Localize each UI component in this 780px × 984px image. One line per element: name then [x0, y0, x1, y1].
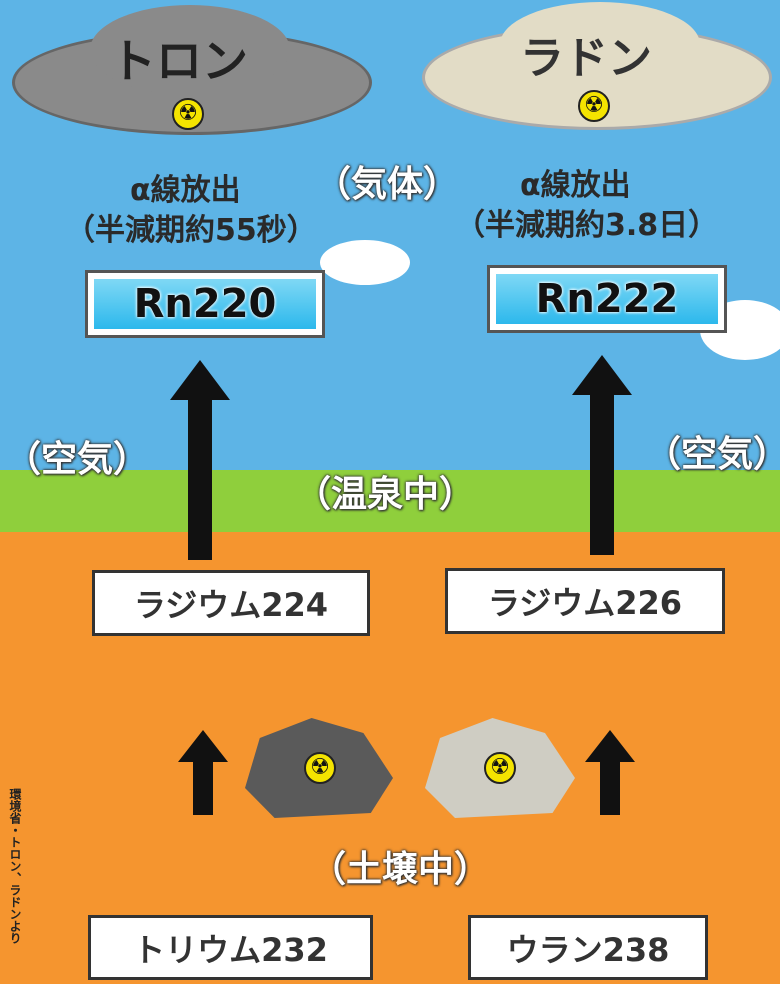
- rn220-box: Rn220: [85, 270, 325, 338]
- small-cloud: [320, 240, 410, 285]
- thoron-title: トロン: [110, 34, 248, 88]
- rn220-label: Rn220: [94, 279, 316, 329]
- soil-label: （土壌中）: [310, 849, 491, 890]
- thorium-box: トリウム232: [88, 915, 373, 980]
- arrow-up-icon: [585, 730, 635, 815]
- radon-emission: α線放出: [520, 168, 631, 203]
- thoron-emission: α線放出: [130, 173, 241, 208]
- radiation-icon: ☢: [172, 98, 204, 130]
- arrow-up-icon: [572, 355, 632, 555]
- uranium-box: ウラン238: [468, 915, 708, 980]
- radium226-box: ラジウム226: [445, 568, 725, 634]
- hot-spring-label: （温泉中）: [295, 474, 476, 515]
- radiation-icon: ☢: [304, 752, 336, 784]
- radiation-icon: ☢: [578, 90, 610, 122]
- thoron-half-life: （半減期約55秒）: [65, 213, 317, 248]
- radon-title: ラドン: [520, 33, 652, 84]
- radium224-box: ラジウム224: [92, 570, 370, 636]
- air-label-right: （空気）: [645, 434, 780, 475]
- radon-half-life: （半減期約3.8日）: [455, 208, 719, 243]
- rn222-box: Rn222: [487, 265, 727, 333]
- gas-label: （気体）: [315, 164, 460, 205]
- source-credit: 環境省・トロン、ラドンより: [8, 788, 22, 944]
- radiation-icon: ☢: [484, 752, 516, 784]
- arrow-up-icon: [170, 360, 230, 560]
- grass-band: [0, 470, 780, 532]
- arrow-up-icon: [178, 730, 228, 815]
- air-label-left: （空気）: [5, 439, 150, 480]
- rn222-label: Rn222: [496, 274, 718, 324]
